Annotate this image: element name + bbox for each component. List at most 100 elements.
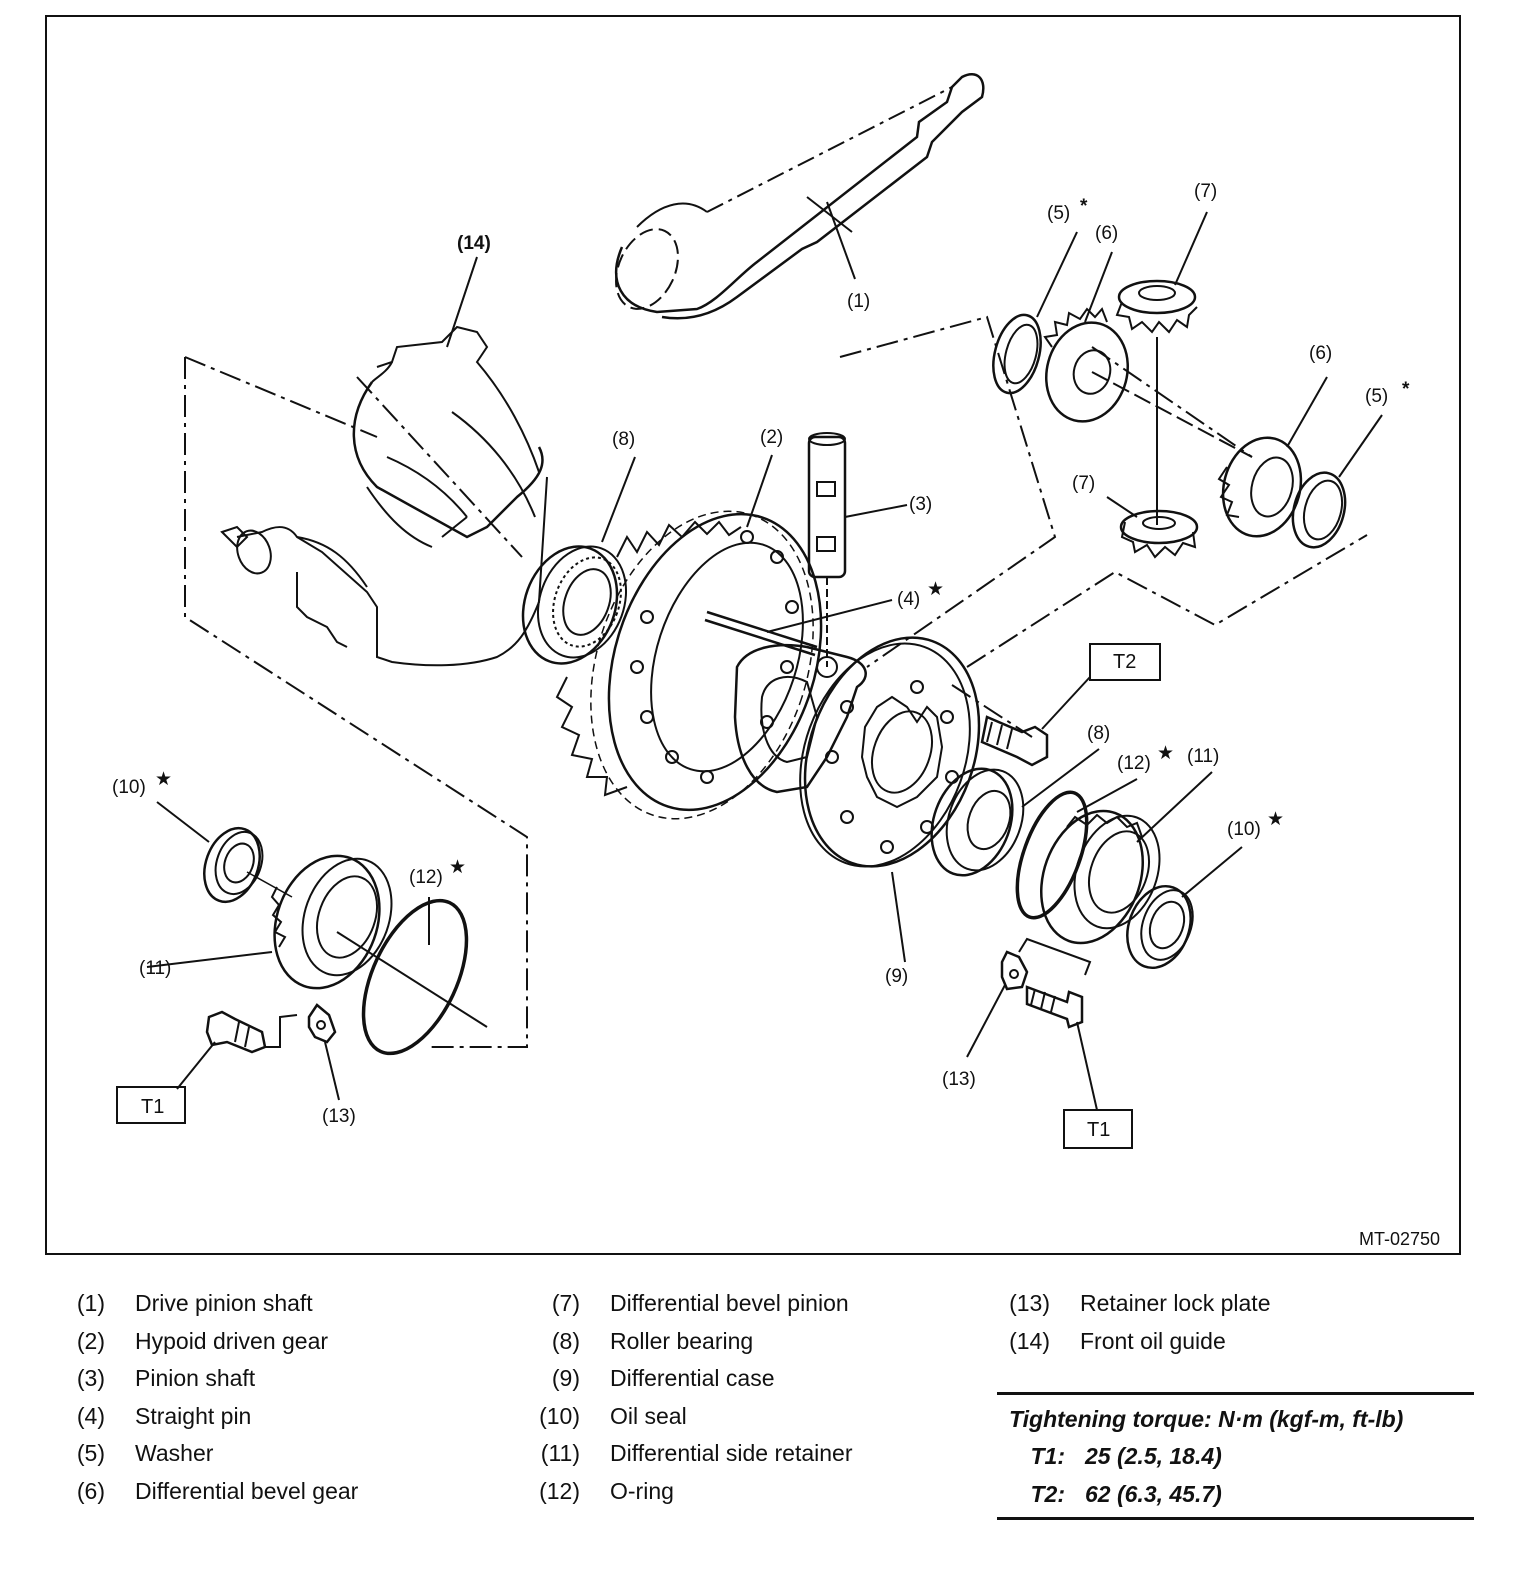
o-ring-left <box>361 898 469 1056</box>
callout-12b: (12) <box>1117 753 1151 774</box>
hypoid-driven-gear <box>555 510 823 820</box>
leader-7a <box>1174 211 1208 286</box>
legend-num: (5) <box>76 1440 105 1467</box>
bevel-gear-lower <box>1217 436 1303 538</box>
callout-10b: (10) <box>1227 819 1261 840</box>
leader-6b <box>1286 376 1328 448</box>
t1-label-right: T1 <box>1087 1119 1110 1141</box>
legend-name: Differential bevel pinion <box>610 1290 849 1317</box>
legend-num: (13) <box>1009 1290 1050 1317</box>
legend-num: (7) <box>551 1290 580 1317</box>
t1-box-right <box>1063 1109 1133 1149</box>
legend-name: Differential side retainer <box>610 1440 853 1467</box>
roller-bearing-left <box>521 545 628 665</box>
straight-pin <box>704 610 818 657</box>
torque-key: T2: <box>1030 1481 1066 1507</box>
side-retainer-right <box>1040 809 1161 945</box>
star-10b: ★ <box>1267 809 1284 830</box>
legend-name: Roller bearing <box>610 1327 754 1354</box>
callout-2: (2) <box>760 427 783 448</box>
legend-item: (10) Oil seal <box>515 1398 852 1436</box>
oil-seal-right <box>1126 884 1194 970</box>
legend-item: (7) Differential bevel pinion <box>515 1285 852 1323</box>
legend-name: Retainer lock plate <box>1080 1290 1271 1317</box>
leader-11a <box>146 951 273 968</box>
oil-seal-left <box>203 826 264 904</box>
legend-num: (12) <box>539 1477 580 1504</box>
legend-column-1: (1)Drive pinion shaft (2)Hypoid driven g… <box>40 1285 358 1510</box>
callout-9: (9) <box>885 966 908 987</box>
torque-table: Tightening torque: N·m (kgf-m, ft-lb) T1… <box>997 1392 1474 1520</box>
t2-box <box>1089 643 1161 681</box>
leader-8b <box>1021 748 1100 808</box>
t2-label: T2 <box>1113 651 1136 673</box>
legend-item: (6) Differential bevel gear <box>40 1473 358 1511</box>
legend-num: (4) <box>76 1402 105 1429</box>
legend-item: (14)Front oil guide <box>985 1323 1271 1361</box>
bevel-gear-upper <box>1043 307 1253 458</box>
legend-name: Hypoid driven gear <box>135 1327 329 1354</box>
roller-bearing-right <box>930 767 1025 877</box>
callout-11b: (11) <box>1187 746 1219 767</box>
leader-9 <box>891 871 906 963</box>
bevel-pinion-lower <box>1119 509 1199 559</box>
legend-num: (10) <box>539 1402 580 1429</box>
front-oil-guide <box>220 325 548 667</box>
callout-6a: (6) <box>1095 223 1118 244</box>
star-12b: ★ <box>1157 743 1174 764</box>
leader-5b <box>1338 414 1383 478</box>
legend-item: (8) Roller bearing <box>515 1323 852 1361</box>
figure-id: MT-02750 <box>1359 1229 1440 1249</box>
legend-item: (12) O-ring <box>515 1473 852 1511</box>
legend-item: (3)Pinion shaft <box>40 1360 358 1398</box>
washer-upper <box>992 313 1042 395</box>
legend-column-3: (13) Retainer lock plate (14)Front oil gu… <box>985 1285 1271 1361</box>
lock-plate-right <box>1000 950 1029 991</box>
leader-10a <box>156 801 210 843</box>
lock-plate-left <box>307 1003 337 1044</box>
exploded-view-diagram: (1) (14) (8) (2) <box>112 72 1440 1249</box>
leader-14 <box>446 256 478 348</box>
side-retainer-left <box>246 854 393 990</box>
callout-8a: (8) <box>612 429 635 450</box>
callout-11a: (11) <box>139 958 171 979</box>
leader-7b <box>1106 496 1138 518</box>
guide-line-left <box>184 357 528 1048</box>
legend-name: Washer <box>135 1440 214 1467</box>
t1-label-left: T1 <box>141 1096 164 1118</box>
torque-key: T1: <box>1030 1443 1066 1469</box>
callout-7b: (7) <box>1072 473 1095 494</box>
legend-name: Front oil guide <box>1080 1327 1226 1354</box>
legend-item: (2)Hypoid driven gear <box>40 1323 358 1361</box>
leader-11b <box>1136 771 1213 843</box>
t1-bolt-right <box>1025 985 1084 1029</box>
legend-num: (8) <box>551 1327 580 1354</box>
callout-12a: (12) <box>409 867 443 888</box>
legend-item: (11)Differential side retainer <box>515 1435 853 1473</box>
leader-1 <box>826 201 856 280</box>
callout-13a: (13) <box>322 1106 356 1127</box>
leader-12b <box>1076 778 1138 813</box>
legend-item: (4)Straight pin <box>40 1398 358 1436</box>
t1-bolt-left <box>205 1010 267 1054</box>
legend-name: Differential bevel gear <box>135 1477 359 1504</box>
t2-bolt <box>980 715 1049 767</box>
bevel-pinion-upper <box>1115 279 1198 525</box>
legend-name: Oil seal <box>610 1402 687 1429</box>
leader-4 <box>766 599 893 633</box>
star-12a: ★ <box>449 857 466 878</box>
torque-row-t1: T1: 25 (2.5, 18.4) <box>997 1437 1474 1475</box>
legend-name: O-ring <box>610 1477 674 1504</box>
leader-8a <box>601 456 636 543</box>
callout-14: (14) <box>457 233 491 254</box>
callout-10a: (10) <box>112 777 146 798</box>
leader-2 <box>746 454 773 528</box>
leader-3 <box>844 504 908 518</box>
torque-value: 25 (2.5, 18.4) <box>1085 1443 1222 1469</box>
asterisk-5a: * <box>1080 196 1088 217</box>
callout-5a: (5) <box>1047 203 1070 224</box>
star-10a: ★ <box>155 769 172 790</box>
legend-name: Drive pinion shaft <box>135 1290 313 1317</box>
legend-num: (6) <box>76 1477 105 1504</box>
legend-name: Pinion shaft <box>135 1365 256 1392</box>
